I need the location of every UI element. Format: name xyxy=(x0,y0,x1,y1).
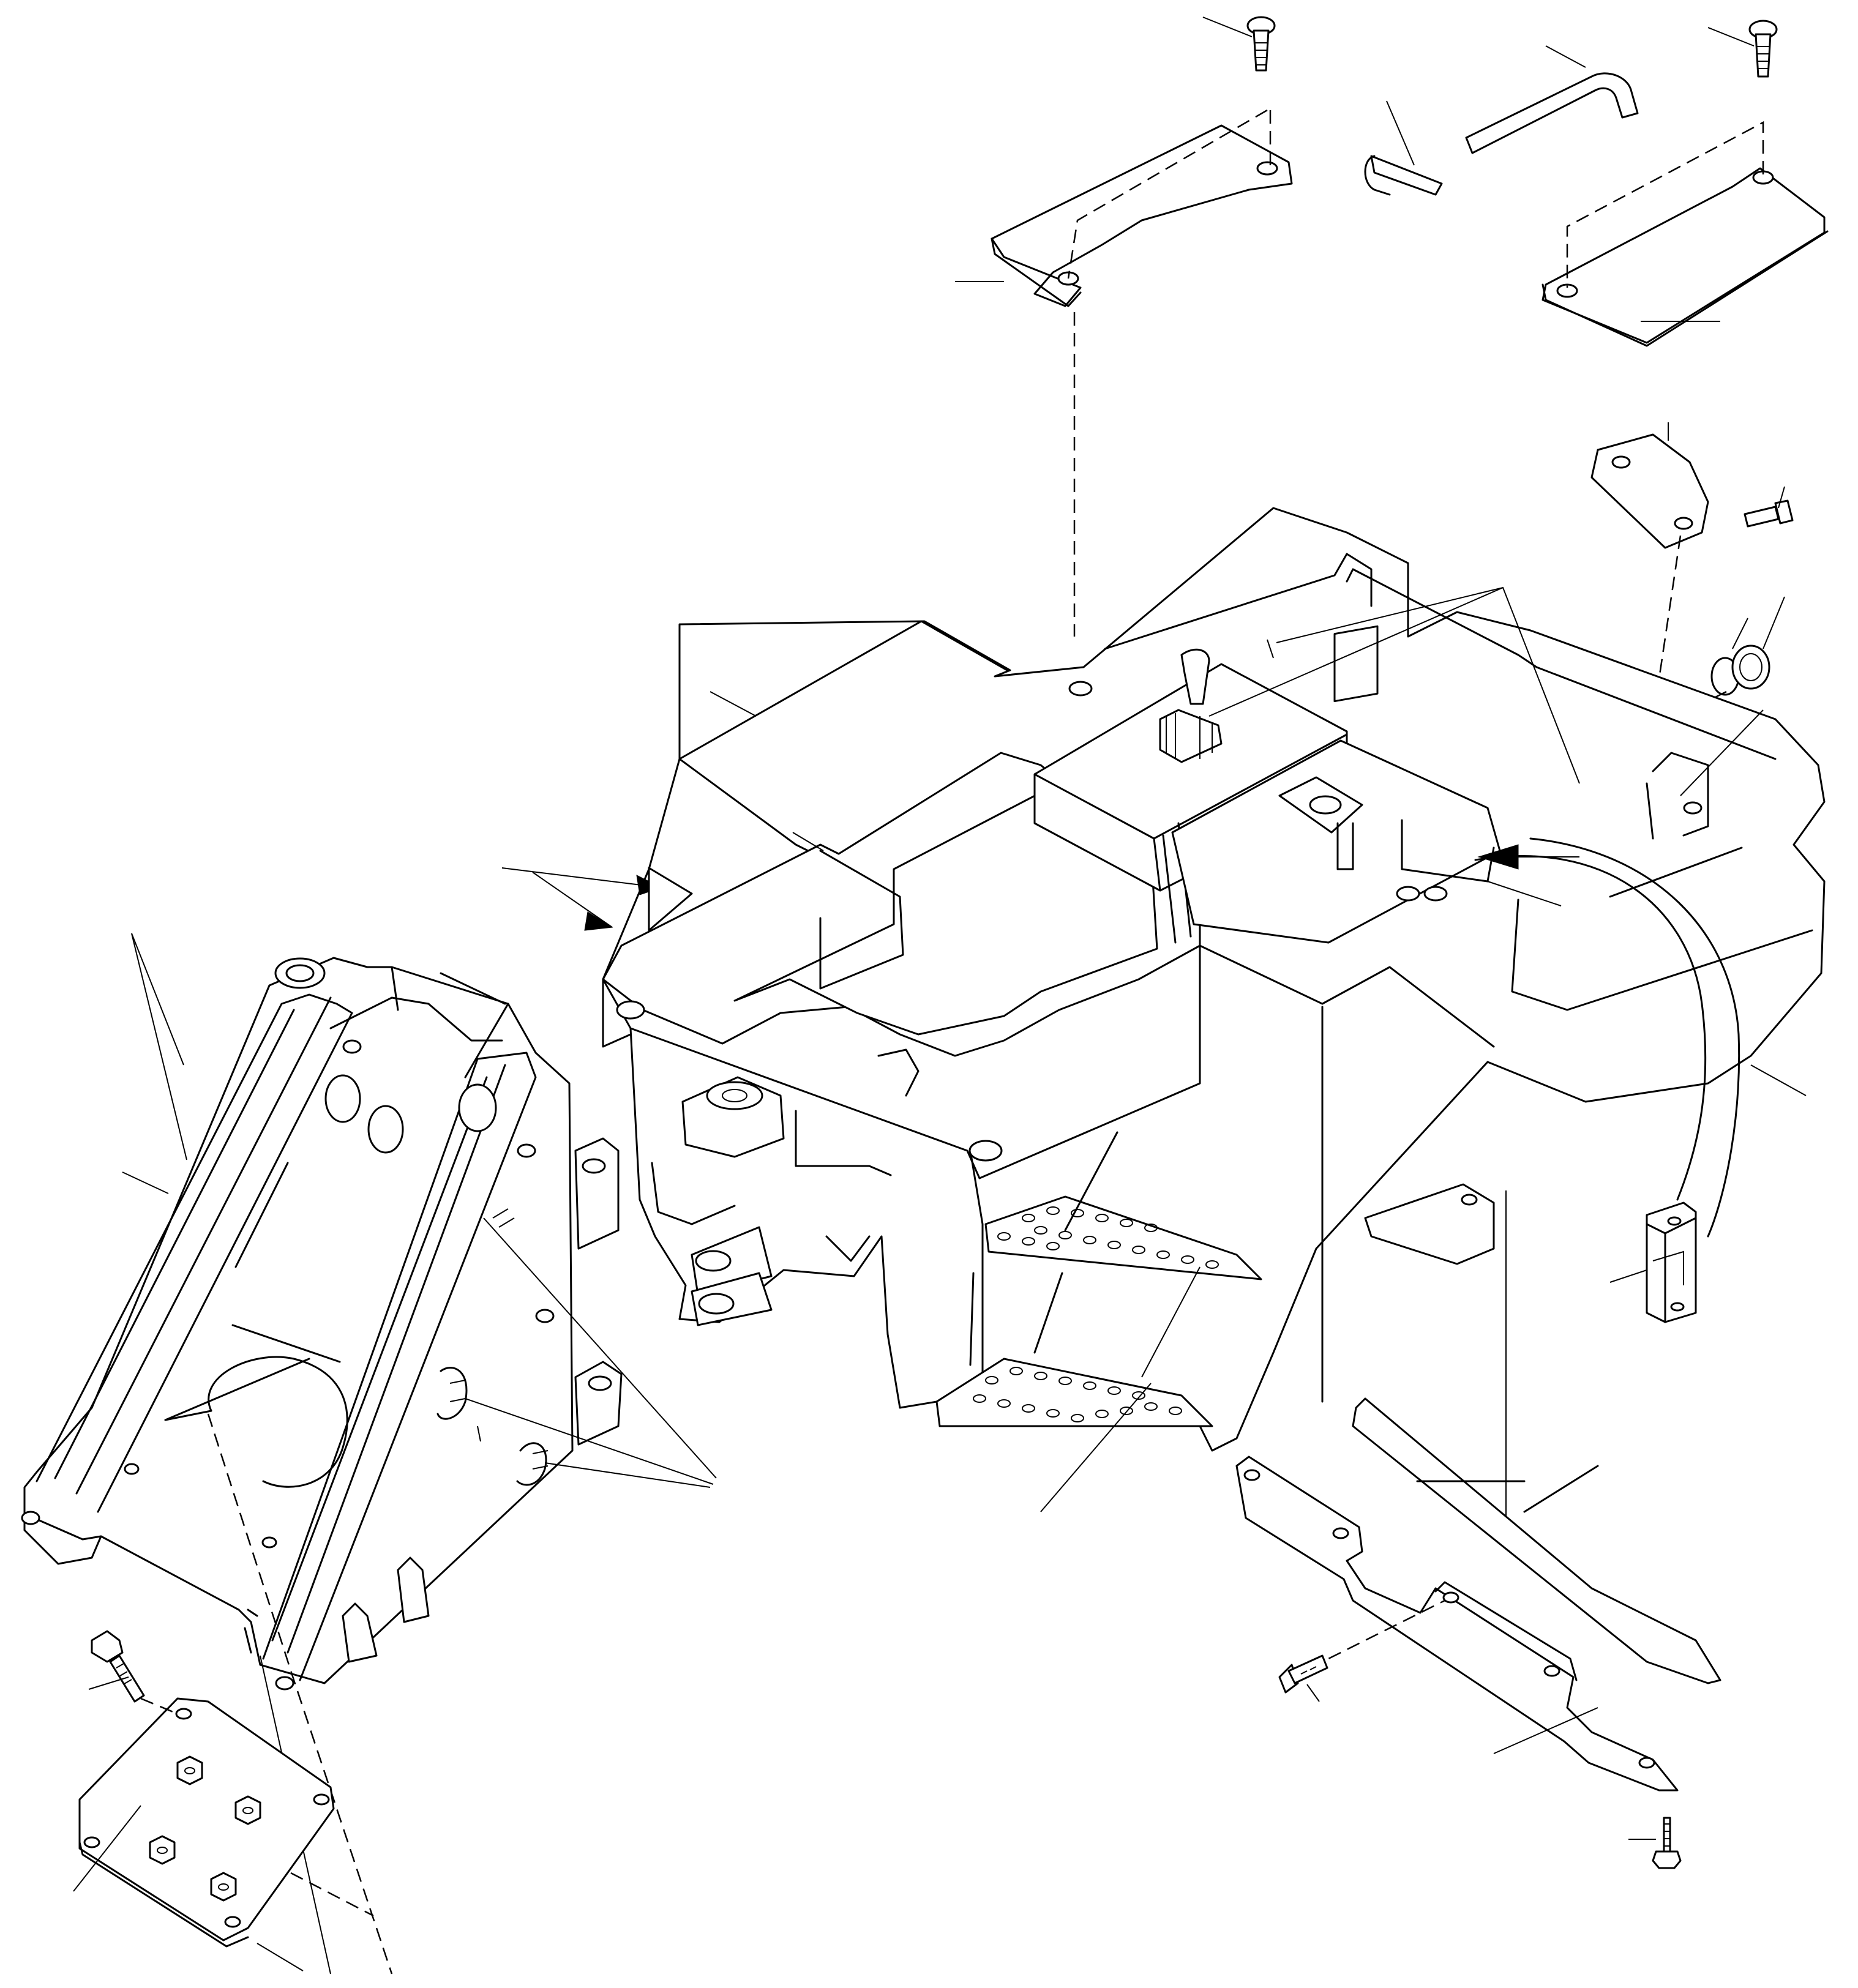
side-bracket-plate xyxy=(1235,1455,1679,1792)
small-bolt-right xyxy=(1744,486,1794,528)
frame-leader-lines xyxy=(501,586,1764,932)
boom-bracket xyxy=(21,933,717,1975)
lower-guard-plate xyxy=(1352,1397,1721,1684)
top-cover-plate-left xyxy=(955,107,1293,637)
bolt-top-right xyxy=(1707,20,1778,78)
base-plate xyxy=(73,1630,374,1971)
top-cover-plate-right xyxy=(1541,121,1829,347)
bolt-lower xyxy=(1278,1654,1328,1702)
main-frame xyxy=(602,507,1826,1530)
latch-block xyxy=(1609,1201,1697,1323)
bolt-top-left xyxy=(1202,16,1276,72)
hex-bolt-bottom xyxy=(1628,1817,1682,1869)
small-cover-plate xyxy=(1590,422,1709,802)
step-holes xyxy=(973,1206,1219,1422)
clip xyxy=(1364,100,1443,196)
bent-rod xyxy=(1465,45,1639,154)
